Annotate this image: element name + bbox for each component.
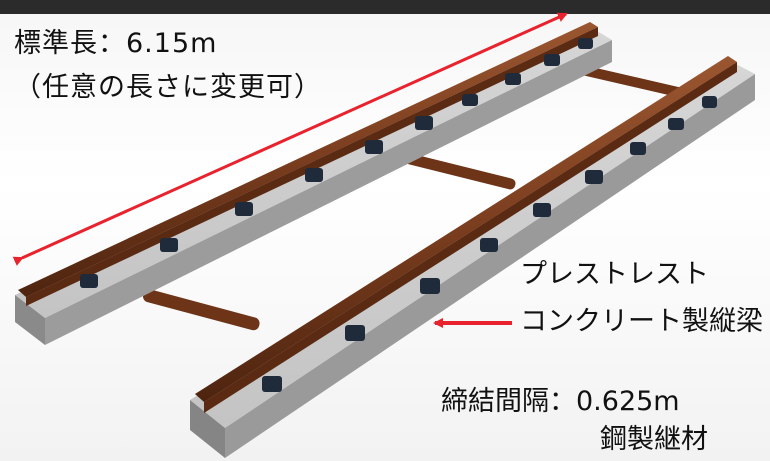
standard-length-note: （任意の長さに変更可）	[14, 72, 322, 103]
standard-length-label: 標準長：6.15m	[14, 28, 218, 59]
tie-bar-3	[142, 289, 260, 331]
tie-material-label: 鋼製継材	[600, 424, 708, 455]
girder-label-line1: プレストレスト	[520, 259, 709, 290]
fastener-spacing-label: 締結間隔：0.625m	[441, 386, 680, 417]
top-border	[0, 0, 770, 14]
girder-label-line2: コンクリート製縦梁	[520, 306, 763, 337]
length-arrow	[12, 12, 568, 266]
